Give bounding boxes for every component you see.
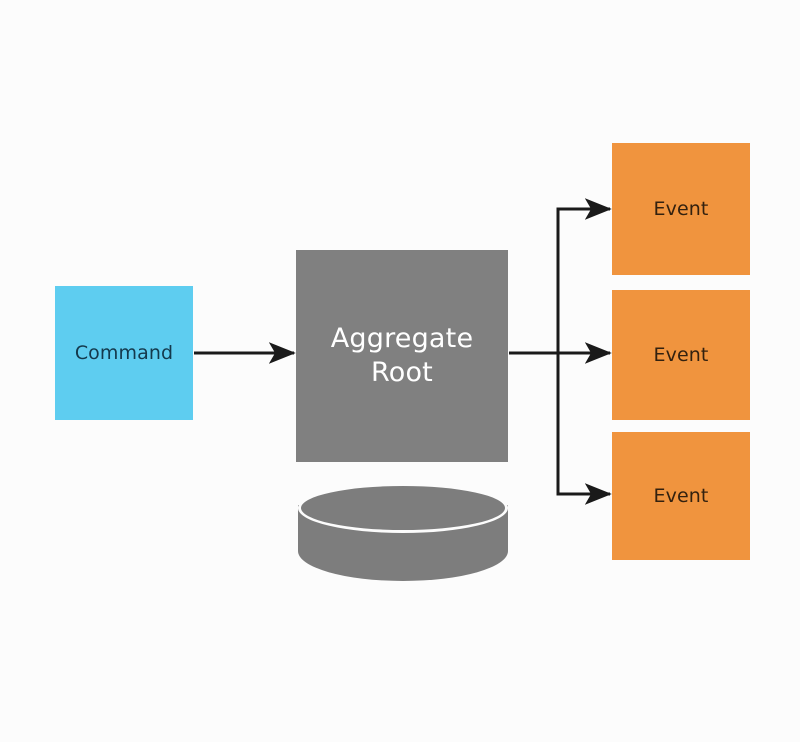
node-aggregate-root-label-line2: Root [371,357,433,388]
node-aggregate-root[interactable]: Aggregate Root [296,250,508,462]
node-event-3[interactable]: Event [612,432,750,560]
cylinder-top-ellipse [298,483,508,533]
node-event-2-label: Event [653,343,709,366]
node-command-label: Command [74,341,174,364]
node-event-1-label: Event [653,197,709,220]
node-event-2[interactable]: Event [612,290,750,420]
node-command[interactable]: Command [55,286,193,420]
node-datastore-cylinder[interactable] [298,483,508,581]
node-event-1[interactable]: Event [612,143,750,275]
node-event-3-label: Event [653,484,709,507]
node-aggregate-root-label-line1: Aggregate [330,323,474,355]
